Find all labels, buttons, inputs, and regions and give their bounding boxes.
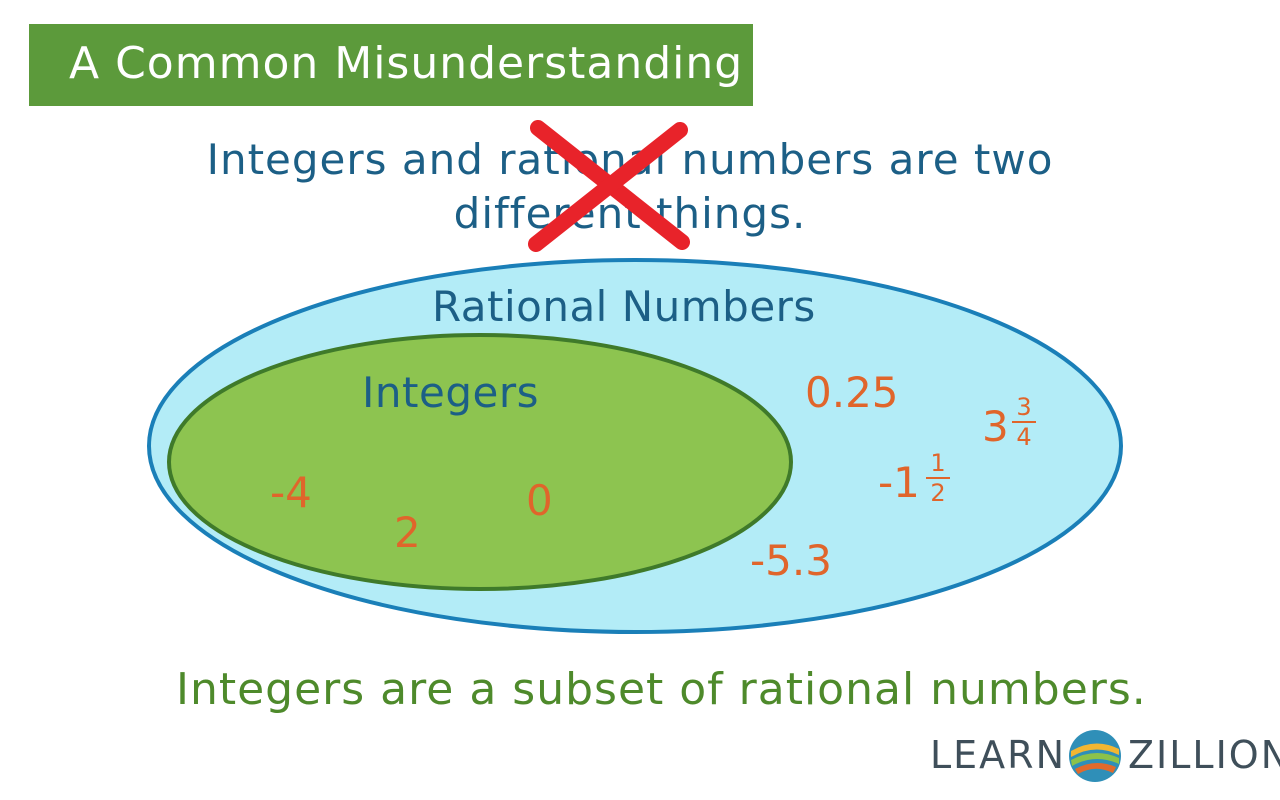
mixed-fraction: 3 4 <box>1012 394 1036 450</box>
logo-text-right: ZILLION <box>1128 733 1280 777</box>
learnzillion-logo: LEARN ZILLION <box>930 727 1280 783</box>
integer-value: 0 <box>526 476 553 525</box>
fraction-numerator: 3 <box>1016 393 1032 421</box>
integers-ellipse <box>167 333 793 591</box>
rational-decimal: -5.3 <box>750 536 832 585</box>
cross-out-icon <box>528 120 690 252</box>
mixed-whole: 3 <box>982 402 1009 451</box>
mixed-fraction: 1 2 <box>926 450 950 506</box>
integer-value: -4 <box>270 468 312 517</box>
rational-decimal: 0.25 <box>805 368 899 417</box>
rational-numbers-label: Rational Numbers <box>432 282 816 331</box>
integers-label: Integers <box>362 368 539 417</box>
mixed-whole: -1 <box>878 458 920 507</box>
integer-value: 2 <box>394 508 421 557</box>
logo-mark-icon <box>1069 730 1121 782</box>
logo-text-left: LEARN <box>930 733 1067 777</box>
conclusion-statement: Integers are a subset of rational number… <box>176 664 1147 715</box>
fraction-denominator: 2 <box>930 479 946 507</box>
title-banner: A Common Misunderstanding <box>29 24 753 106</box>
fraction-numerator: 1 <box>930 449 946 477</box>
fraction-denominator: 4 <box>1016 423 1032 451</box>
title: A Common Misunderstanding <box>69 38 744 89</box>
